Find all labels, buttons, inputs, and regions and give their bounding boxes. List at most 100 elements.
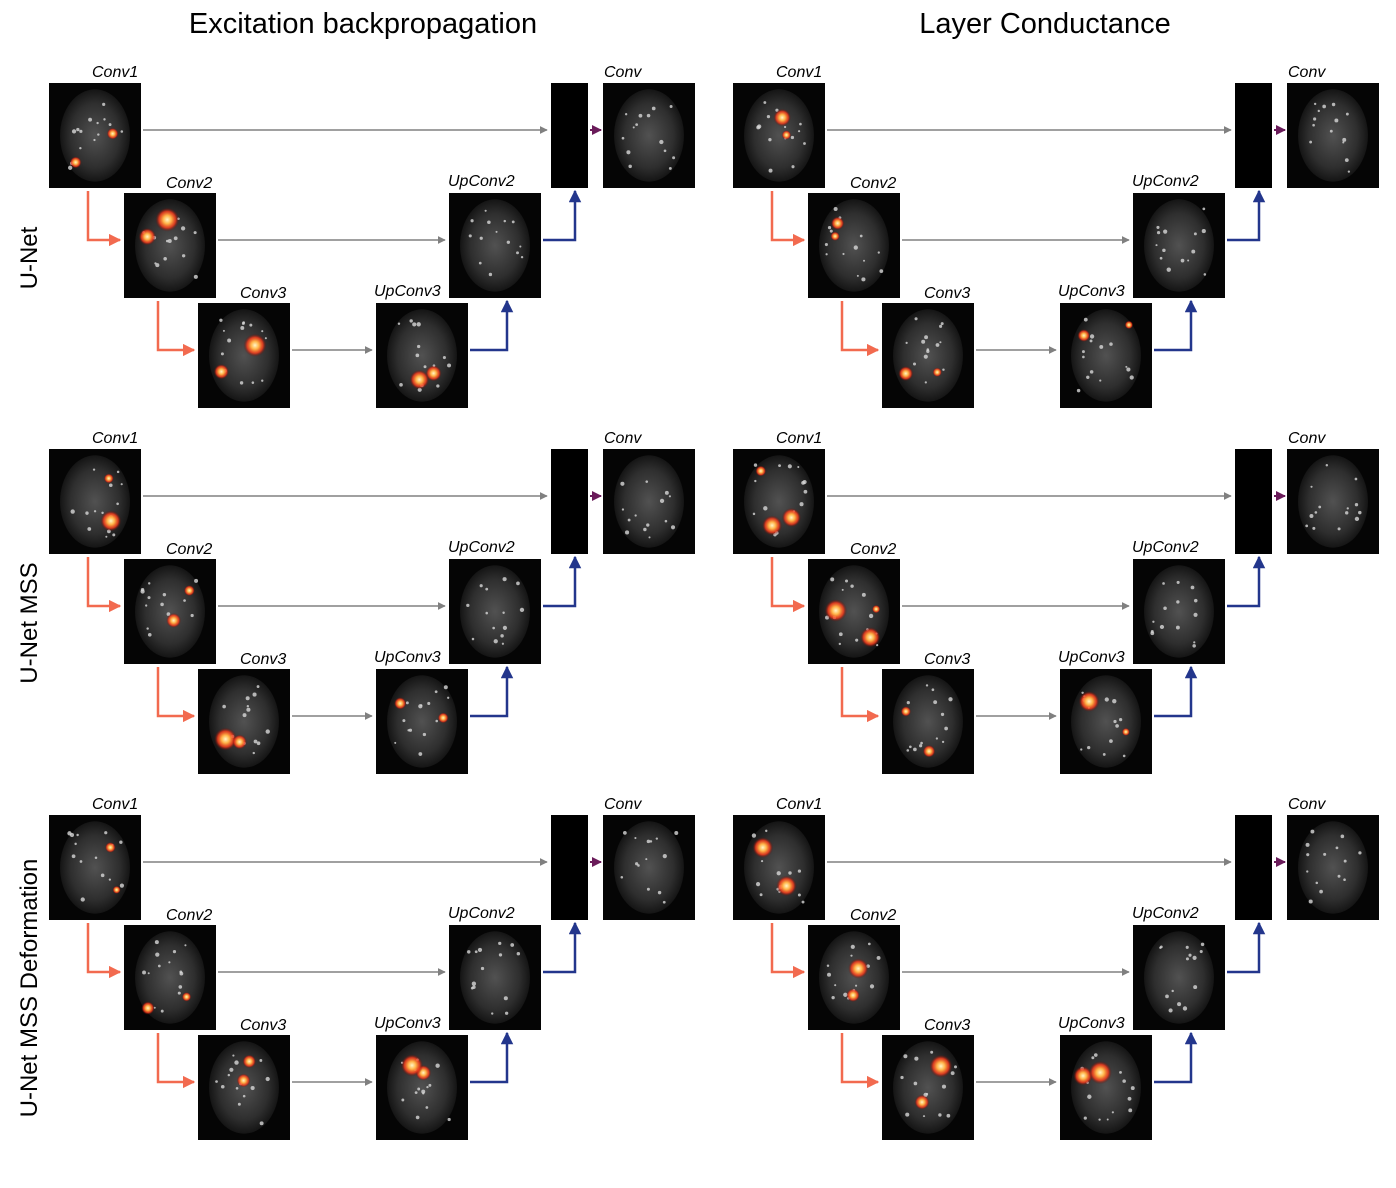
conv3-image-r1-c0 [198, 669, 290, 774]
upconv2-image-r1-c1 [1133, 559, 1225, 664]
label-conv2-r2-c1: Conv2 [850, 907, 897, 924]
up-arrow-upconv3-upconv2-r0-c0 [470, 299, 514, 352]
label-conv3-r1-c0: Conv3 [240, 651, 287, 668]
label-conv1-r1-c0: Conv1 [92, 430, 139, 447]
label-conv2-r0-c1: Conv2 [850, 175, 897, 192]
down-arrow-conv2-conv3-r1-c1 [840, 667, 880, 723]
upconv3-image-r1-c1 [1060, 669, 1152, 774]
conv1-image-r2-c0 [49, 815, 141, 920]
label-conv1-r2-c1: Conv1 [776, 796, 823, 813]
conv1-image-r2-c1 [733, 815, 825, 920]
up-arrow-upconv2-output-r1-c1 [1227, 555, 1266, 608]
label-conv3-r0-c1: Conv3 [924, 285, 971, 302]
label-conv-r2-c1: Conv [1288, 796, 1326, 813]
conv3-image-r0-c0 [198, 303, 290, 408]
upconv3-image-r0-c0 [376, 303, 468, 408]
up-arrow-upconv2-output-r1-c0 [543, 555, 582, 608]
conv1-image-r1-c1 [733, 449, 825, 554]
down-arrow-conv2-conv3-r2-c1 [840, 1033, 880, 1089]
upconv2-image-r1-c0 [449, 559, 541, 664]
up-arrow-upconv3-upconv2-r1-c1 [1154, 665, 1198, 718]
upconv2-image-r2-c1 [1133, 925, 1225, 1030]
label-conv2-r1-c1: Conv2 [850, 541, 897, 558]
label-upconv3-r2-c0: UpConv3 [374, 1015, 441, 1032]
up-arrow-upconv2-output-r0-c0 [543, 189, 582, 242]
up-arrow-upconv2-output-r2-c1 [1227, 921, 1266, 974]
label-conv1-r0-c1: Conv1 [776, 64, 823, 81]
down-arrow-conv1-conv2-r1-c0 [86, 557, 122, 613]
label-conv-r0-c0: Conv [604, 64, 642, 81]
conv3-image-r2-c1 [882, 1035, 974, 1140]
up-arrow-upconv2-output-r0-c1 [1227, 189, 1266, 242]
conv3-image-r2-c0 [198, 1035, 290, 1140]
conv-image-r0-c0 [603, 83, 695, 188]
label-upconv2-r0-c0: UpConv2 [448, 173, 515, 190]
conv-image-r0-c1 [1287, 83, 1379, 188]
upconv3-image-r2-c0 [376, 1035, 468, 1140]
conv-image-r1-c0 [603, 449, 695, 554]
label-upconv3-r1-c1: UpConv3 [1058, 649, 1125, 666]
label-upconv3-r0-c0: UpConv3 [374, 283, 441, 300]
label-upconv2-r2-c1: UpConv2 [1132, 905, 1199, 922]
output-channel-r2-c0 [551, 815, 588, 920]
label-conv3-r0-c0: Conv3 [240, 285, 287, 302]
conv3-image-r1-c1 [882, 669, 974, 774]
conv2-image-r0-c0 [124, 193, 216, 298]
upconv2-image-r2-c0 [449, 925, 541, 1030]
output-channel-r1-c0 [551, 449, 588, 554]
output-channel-r0-c1 [1235, 83, 1272, 188]
label-conv3-r2-c0: Conv3 [240, 1017, 287, 1034]
conv1-image-r0-c1 [733, 83, 825, 188]
conv2-image-r2-c0 [124, 925, 216, 1030]
down-arrow-conv1-conv2-r2-c1 [770, 923, 806, 979]
column-title-layer-conductance: Layer Conductance [919, 8, 1171, 40]
label-conv-r0-c1: Conv [1288, 64, 1326, 81]
conv2-image-r1-c0 [124, 559, 216, 664]
label-upconv3-r2-c1: UpConv3 [1058, 1015, 1125, 1032]
down-arrow-conv1-conv2-r2-c0 [86, 923, 122, 979]
label-conv2-r1-c0: Conv2 [166, 541, 213, 558]
label-upconv2-r1-c1: UpConv2 [1132, 539, 1199, 556]
down-arrow-conv2-conv3-r1-c0 [156, 667, 196, 723]
down-arrow-conv1-conv2-r0-c1 [770, 191, 806, 247]
upconv3-image-r2-c1 [1060, 1035, 1152, 1140]
label-upconv3-r1-c0: UpConv3 [374, 649, 441, 666]
label-conv-r1-c1: Conv [1288, 430, 1326, 447]
down-arrow-conv1-conv2-r1-c1 [770, 557, 806, 613]
label-conv-r1-c0: Conv [604, 430, 642, 447]
column-title-excitation-backprop: Excitation backpropagation [188, 8, 538, 40]
down-arrow-conv2-conv3-r0-c0 [156, 301, 196, 357]
label-conv3-r2-c1: Conv3 [924, 1017, 971, 1034]
down-arrow-conv2-conv3-r2-c0 [156, 1033, 196, 1089]
up-arrow-upconv3-upconv2-r2-c1 [1154, 1031, 1198, 1084]
up-arrow-upconv3-upconv2-r2-c0 [470, 1031, 514, 1084]
conv2-image-r0-c1 [808, 193, 900, 298]
label-conv2-r2-c0: Conv2 [166, 907, 213, 924]
label-conv2-r0-c0: Conv2 [166, 175, 213, 192]
upconv2-image-r0-c1 [1133, 193, 1225, 298]
label-conv3-r1-c1: Conv3 [924, 651, 971, 668]
upconv3-image-r0-c1 [1060, 303, 1152, 408]
conv1-image-r1-c0 [49, 449, 141, 554]
conv-image-r2-c0 [603, 815, 695, 920]
label-conv1-r2-c0: Conv1 [92, 796, 139, 813]
conv2-image-r2-c1 [808, 925, 900, 1030]
label-conv-r2-c0: Conv [604, 796, 642, 813]
label-upconv2-r0-c1: UpConv2 [1132, 173, 1199, 190]
output-channel-r2-c1 [1235, 815, 1272, 920]
up-arrow-upconv2-output-r2-c0 [543, 921, 582, 974]
conv3-image-r0-c1 [882, 303, 974, 408]
output-channel-r0-c0 [551, 83, 588, 188]
conv1-image-r0-c0 [49, 83, 141, 188]
conv2-image-r1-c1 [808, 559, 900, 664]
conv-image-r1-c1 [1287, 449, 1379, 554]
up-arrow-upconv3-upconv2-r1-c0 [470, 665, 514, 718]
upconv3-image-r1-c0 [376, 669, 468, 774]
down-arrow-conv2-conv3-r0-c1 [840, 301, 880, 357]
label-conv1-r1-c1: Conv1 [776, 430, 823, 447]
up-arrow-upconv3-upconv2-r0-c1 [1154, 299, 1198, 352]
unet-attribution-diagram [49, 83, 1379, 1140]
down-arrow-conv1-conv2-r0-c0 [86, 191, 122, 247]
label-upconv2-r1-c0: UpConv2 [448, 539, 515, 556]
label-upconv3-r0-c1: UpConv3 [1058, 283, 1125, 300]
